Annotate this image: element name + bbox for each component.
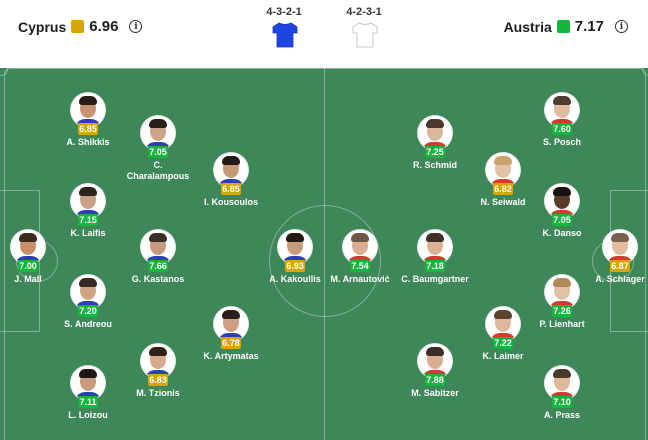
player-card[interactable]: 7.54 M. Arnautović [305, 229, 415, 285]
home-rating-color-box [71, 20, 85, 33]
player-card[interactable]: 7.05 K. Danso [507, 183, 617, 239]
player-name: K. Danso [542, 228, 582, 238]
player-rating: 6.93 [285, 260, 305, 272]
player-card[interactable]: 7.11 L. Loizou [33, 365, 143, 421]
player-rating: 7.05 [552, 214, 572, 226]
player-name: N. Seiwald [480, 197, 526, 207]
player-card[interactable]: 7.18 C. Baumgartner [380, 229, 490, 285]
player-rating: 7.11 [78, 396, 98, 408]
player-rating: 6.87 [610, 260, 630, 272]
player-card[interactable]: 7.10 A. Prass [507, 365, 617, 421]
player-card[interactable]: 7.66 G. Kastanos [103, 229, 213, 285]
player-name: P. Lienhart [539, 319, 585, 329]
player-name: M. Arnautović [330, 274, 390, 284]
player-rating: 7.18 [425, 260, 445, 272]
player-card[interactable]: 7.88 M. Sabitzer [380, 343, 490, 399]
player-name: L. Loizou [68, 410, 108, 420]
home-kit-icon [272, 22, 298, 48]
info-icon[interactable]: i [129, 20, 143, 33]
away-formation: 4-2-3-1 [346, 6, 382, 18]
player-photo [544, 183, 580, 219]
player-card[interactable]: 6.83 M. Tzionis [103, 343, 213, 399]
away-team[interactable]: Austria 7.17 i [504, 18, 628, 35]
away-team-name: Austria [503, 18, 552, 35]
match-header: Cyprus 6.96 i 4-3-2-1 4-2-3-1 Austria 7.… [0, 0, 648, 68]
player-rating: 7.10 [552, 396, 572, 408]
home-formation: 4-3-2-1 [266, 6, 302, 18]
player-name: A. Kakoullis [269, 274, 321, 284]
player-name: A. Shikkis [66, 137, 110, 147]
player-name: K. Laifis [70, 228, 106, 238]
player-card[interactable]: 6.78 K. Artymatas [176, 306, 286, 362]
player-name: C. Charalampous [126, 160, 190, 181]
player-name: C. Baumgartner [401, 274, 469, 284]
player-name: M. Sabitzer [411, 388, 459, 398]
player-card[interactable]: 6.85 A. Shikkis [33, 92, 143, 148]
player-name: S. Andreou [64, 319, 112, 329]
player-rating: 7.54 [350, 260, 370, 272]
away-team-rating: 7.17 [574, 18, 604, 35]
away-kit-icon [352, 22, 378, 48]
player-rating: 7.15 [78, 214, 98, 226]
player-rating: 7.88 [425, 374, 445, 386]
player-card[interactable]: 7.15 K. Laifis [33, 183, 143, 239]
home-team[interactable]: Cyprus 6.96 i [18, 18, 143, 35]
player-name: A. Prass [543, 410, 581, 420]
player-rating: 6.82 [493, 183, 513, 195]
player-name: K. Artymatas [203, 351, 259, 361]
pitch-outline [4, 68, 646, 440]
player-card[interactable]: 6.82 N. Seiwald [448, 152, 558, 208]
player-name: G. Kastanos [131, 274, 185, 284]
player-rating: 7.25 [425, 146, 445, 158]
player-photo [342, 229, 378, 265]
player-name: I. Kousoulos [204, 197, 258, 207]
player-card[interactable]: 7.25 R. Schmid [380, 115, 490, 171]
home-team-name: Cyprus [18, 18, 67, 35]
player-card[interactable]: 7.05 C. Charalampous [103, 115, 213, 182]
player-card[interactable]: 6.85 I. Kousoulos [176, 152, 286, 208]
player-rating: 7.20 [78, 305, 98, 317]
player-rating: 7.22 [493, 337, 513, 349]
player-rating: 6.78 [221, 337, 241, 349]
player-card[interactable]: 6.87 A. Schlager [565, 229, 648, 285]
player-rating: 6.85 [78, 123, 98, 135]
player-card[interactable]: 7.22 K. Laimer [448, 306, 558, 362]
player-rating: 7.66 [148, 260, 168, 272]
player-name: K. Laimer [482, 351, 524, 361]
player-name: A. Schlager [595, 274, 645, 284]
player-rating: 7.00 [18, 260, 38, 272]
player-rating: 6.85 [221, 183, 241, 195]
player-name: J. Mall [14, 274, 42, 284]
player-card[interactable]: 7.00 J. Mall [0, 229, 83, 285]
player-rating: 6.83 [148, 374, 168, 386]
player-name: S. Posch [542, 137, 581, 147]
center-circle [269, 205, 381, 317]
player-rating: 7.26 [552, 305, 572, 317]
player-card[interactable]: 6.93 A. Kakoullis [240, 229, 350, 285]
player-name: R. Schmid [412, 160, 457, 170]
player-card[interactable]: 7.20 S. Andreou [33, 274, 143, 330]
pitch: 7.00 J. Mall 6.85 A. Shikkis 7.15 K. Lai… [0, 68, 648, 440]
player-card[interactable]: 7.26 P. Lienhart [507, 274, 617, 330]
player-photo [140, 343, 176, 379]
player-rating: 7.05 [148, 146, 168, 158]
home-team-rating: 6.96 [89, 18, 119, 35]
player-card[interactable]: 7.60 S. Posch [507, 92, 617, 148]
info-icon[interactable]: i [615, 20, 628, 33]
player-rating: 7.60 [552, 123, 572, 135]
player-photo [140, 229, 176, 265]
away-rating-color-box [556, 20, 570, 33]
player-name: M. Tzionis [136, 388, 180, 398]
